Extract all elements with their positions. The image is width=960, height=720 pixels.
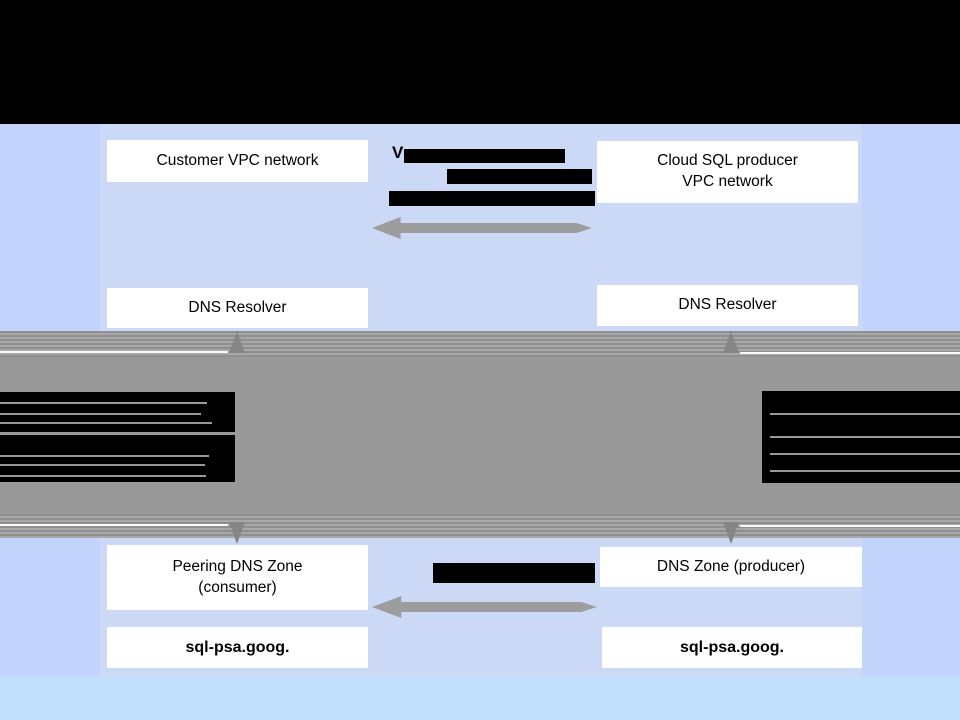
redacted-hairline [0, 432, 235, 435]
dns-resolver-left-label: DNS Resolver [188, 298, 287, 316]
down-arrowhead-left-icon [229, 522, 245, 544]
redacted-hairline [770, 470, 960, 472]
sql-psa-goog-left-box: sql-psa.goog. [107, 627, 368, 668]
down-arrowhead-right-icon [723, 522, 739, 544]
dns-resolver-right-box: DNS Resolver [597, 285, 858, 326]
redacted-hairline [770, 413, 960, 415]
peering-zone-label-line2: (consumer) [198, 578, 277, 596]
band-white-line-top-left [0, 351, 228, 353]
redacted-hairline [0, 402, 207, 404]
sql-psa-goog-right-box: sql-psa.goog. [602, 627, 862, 668]
sql-psa-goog-right-label: sql-psa.goog. [680, 638, 784, 656]
redacted-hairline [0, 455, 209, 457]
redacted-text-block-right [762, 391, 960, 483]
band-white-line-bottom-right [740, 525, 960, 527]
dns-resolver-right-label: DNS Resolver [678, 296, 777, 314]
redacted-hairline [0, 464, 205, 466]
redacted-annotation-visible-glyph: V [392, 143, 404, 162]
dns-zone-producer-label: DNS Zone (producer) [656, 557, 806, 575]
up-arrowhead-right-icon [723, 331, 739, 353]
redacted-hairline [0, 475, 206, 477]
band-white-line-top-right [740, 352, 960, 354]
sql-psa-goog-left-label: sql-psa.goog. [185, 638, 290, 656]
producer-vpc-label-line2: VPC network [682, 173, 773, 190]
redacted-annotation-line-2 [447, 169, 592, 184]
producer-vpc-label-line1: Cloud SQL producer [657, 152, 798, 170]
customer-vpc-network-label: Customer VPC network [156, 151, 319, 169]
redacted-header-block [0, 0, 960, 124]
redacted-hairline [770, 436, 960, 438]
redacted-hairline [0, 413, 201, 415]
redacted-gray-band [0, 331, 960, 544]
redacted-annotation-line-3 [389, 191, 595, 206]
footer-strip [0, 676, 960, 720]
cloud-sql-producer-vpc-box: Cloud SQL producer VPC network [597, 141, 858, 203]
dns-zone-producer-box: DNS Zone (producer) [600, 547, 862, 587]
redacted-annotation-bottom-line [433, 563, 595, 583]
band-white-line-bottom-left [0, 524, 228, 526]
redacted-annotation-line-1 [404, 149, 565, 163]
redacted-hairline [770, 453, 960, 455]
redacted-text-block-left [0, 392, 235, 482]
dns-resolver-left-box: DNS Resolver [107, 288, 368, 328]
redacted-hairline [0, 422, 212, 424]
peering-dns-zone-box: Peering DNS Zone (consumer) [107, 545, 368, 610]
up-arrowhead-left-icon [229, 331, 245, 353]
customer-vpc-network-box: Customer VPC network [107, 140, 368, 182]
peering-zone-label-line1: Peering DNS Zone [172, 557, 303, 575]
